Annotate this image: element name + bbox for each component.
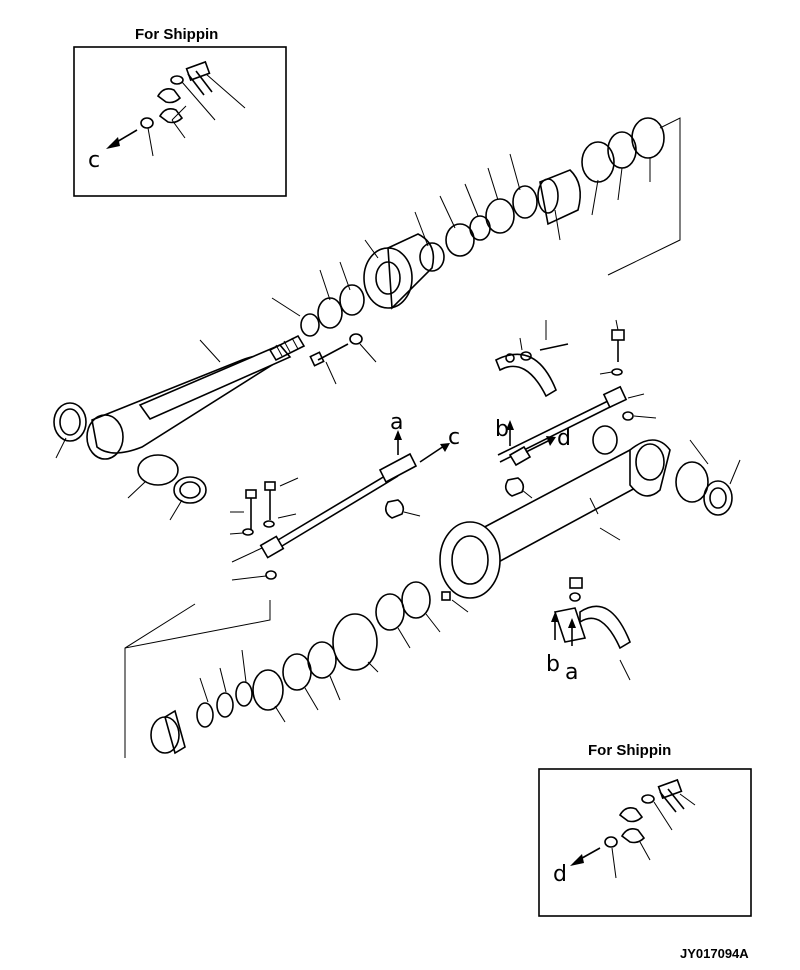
piston-rod-assembly [53,117,681,521]
drawing-code: JY017094A [680,946,749,961]
callout-a-lower: a [565,660,579,685]
callout-c-top: c [88,148,101,173]
shipping-kit-d [570,778,696,879]
shipping-box-top-frame [73,46,287,197]
cylinder-tube-assembly [439,425,741,681]
callout-a-upper: a [390,410,404,435]
shipping-title-top: For Shippin [135,26,219,43]
callout-c-middle: c [448,425,461,450]
shipping-title-bottom: For Shippin [588,742,672,759]
shipping-box-bottom-frame [538,768,752,917]
piston-seal-assembly [124,581,441,758]
callout-b-upper: b [495,417,509,442]
shipping-kit-c [106,60,246,157]
callout-b-lower: b [546,652,560,677]
hose-line-assembly [229,319,657,581]
callout-d-bottom: d [553,862,567,887]
